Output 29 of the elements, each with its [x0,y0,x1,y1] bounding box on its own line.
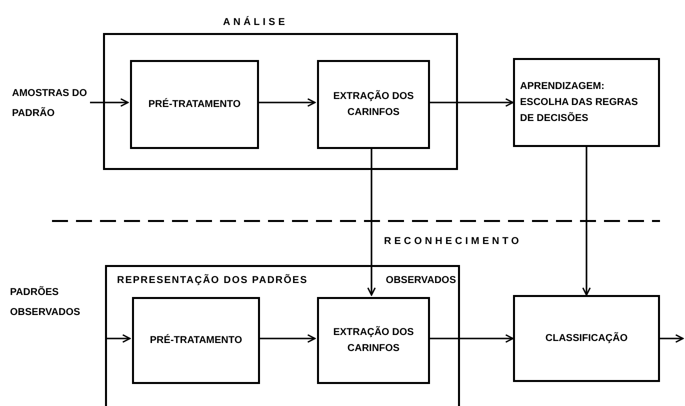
group-title: REPRESENTAÇÃO DOS PADRÕES [117,273,308,288]
process-box [513,58,660,147]
arrow [106,334,131,343]
arrow [258,334,316,343]
arrow [90,98,129,107]
box-label: PRÉ-TRATAMENTO [150,333,242,348]
group-title: ANÁLISE [223,15,288,30]
arrow [428,334,514,343]
box-label: APRENDIZAGEM: [520,80,604,94]
input-label: AMOSTRAS DO PADRÃO [12,87,88,121]
arrow [428,98,514,107]
group-title: OBSERVADOS [386,274,456,288]
arrow [367,147,376,296]
box-label: EXTRAÇÃO DOS CARINFOS [332,89,415,120]
input-label: PADRÕES OBSERVADOS [10,285,82,320]
arrow [257,98,316,107]
process-box [130,60,259,149]
box-label: PRÉ-TRATAMENTO [148,97,241,112]
process-box [317,60,430,149]
arrow [582,147,591,296]
box-label: CLASSIFICAÇÃO [545,331,628,346]
process-box [317,297,430,384]
group-frame [105,265,460,406]
arrow [660,334,684,343]
box-label: EXTRAÇÃO DOS CARINFOS [332,325,415,356]
process-box [132,297,260,384]
box-label: ESCOLHA DAS REGRAS DE DECISÕES [520,96,639,126]
process-box [513,295,660,382]
section-label: RECONHECIMENTO [384,235,522,249]
